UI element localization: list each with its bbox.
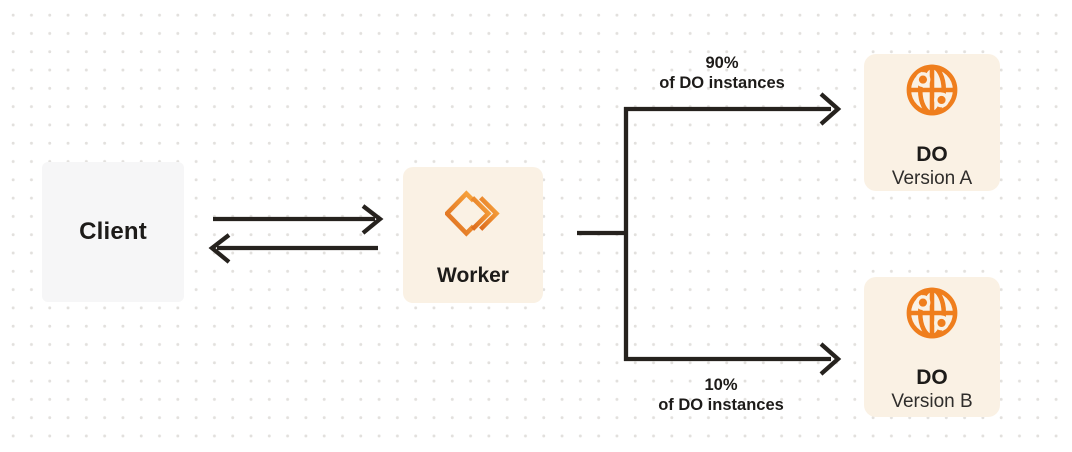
- worker-node: Worker: [403, 167, 543, 303]
- worker-split-branch: [577, 107, 629, 361]
- top-branch-caption: of DO instances: [659, 74, 785, 92]
- top-branch-percent: 90%: [705, 54, 739, 72]
- top-branch-label: 90% of DO instances: [597, 53, 847, 93]
- branch-to-do-b-arrow: [624, 342, 842, 376]
- worker-label: Worker: [437, 264, 509, 287]
- do-b-subtitle: Version B: [891, 391, 973, 412]
- worker-to-client-arrow: [208, 233, 378, 264]
- bottom-branch-percent: 10%: [704, 376, 738, 394]
- arrowhead-left-icon: [208, 233, 231, 264]
- client-to-worker-arrow: [213, 204, 384, 235]
- arrowhead-right-icon: [819, 92, 842, 126]
- globe-icon: [906, 287, 958, 339]
- do-version-b-node: DO Version B: [864, 277, 1000, 417]
- do-a-title: DO: [916, 143, 948, 166]
- bottom-branch-caption: of DO instances: [658, 396, 784, 414]
- bottom-branch-label: 10% of DO instances: [596, 375, 846, 415]
- client-node: Client: [42, 162, 184, 302]
- cloudflare-workers-icon: [445, 190, 500, 237]
- arrowhead-right-icon: [819, 342, 842, 376]
- globe-icon: [906, 64, 958, 116]
- client-label: Client: [79, 218, 147, 245]
- do-a-subtitle: Version A: [891, 168, 973, 189]
- do-version-a-node: DO Version A: [864, 54, 1000, 191]
- branch-to-do-a-arrow: [624, 92, 842, 126]
- do-b-title: DO: [916, 366, 948, 389]
- arrowhead-right-icon: [361, 204, 384, 235]
